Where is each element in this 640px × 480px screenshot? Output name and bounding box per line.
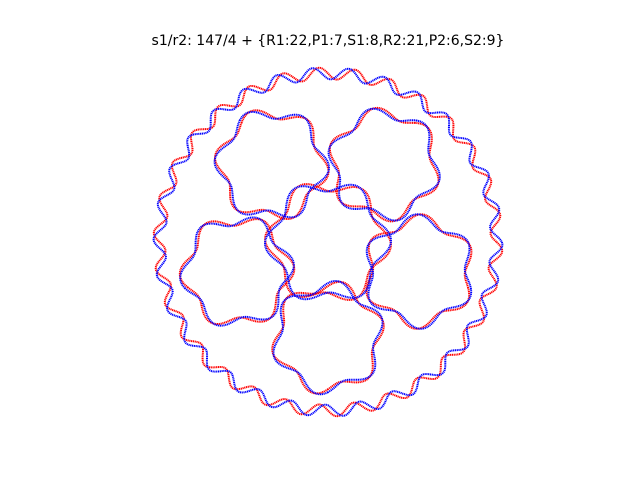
- petal-ring: [272, 279, 384, 396]
- petal-ring: [214, 109, 330, 220]
- outer-ring: [152, 67, 504, 417]
- petal-ring: [213, 110, 330, 219]
- plot-title: s1/r2: 147/4 + {R1:22,P1:7,S1:8,R2:21,P2…: [151, 33, 505, 49]
- curve-series-1: [152, 67, 504, 417]
- petal-ring: [327, 107, 441, 222]
- petal-ring: [365, 213, 473, 330]
- petal-ring: [365, 213, 473, 330]
- petal-ring: [271, 280, 385, 395]
- petal-ring: [179, 216, 295, 327]
- petal-ring: [328, 106, 440, 223]
- curve-series-0: [152, 66, 504, 418]
- center-ring: [264, 183, 392, 301]
- petal-ring: [178, 218, 296, 326]
